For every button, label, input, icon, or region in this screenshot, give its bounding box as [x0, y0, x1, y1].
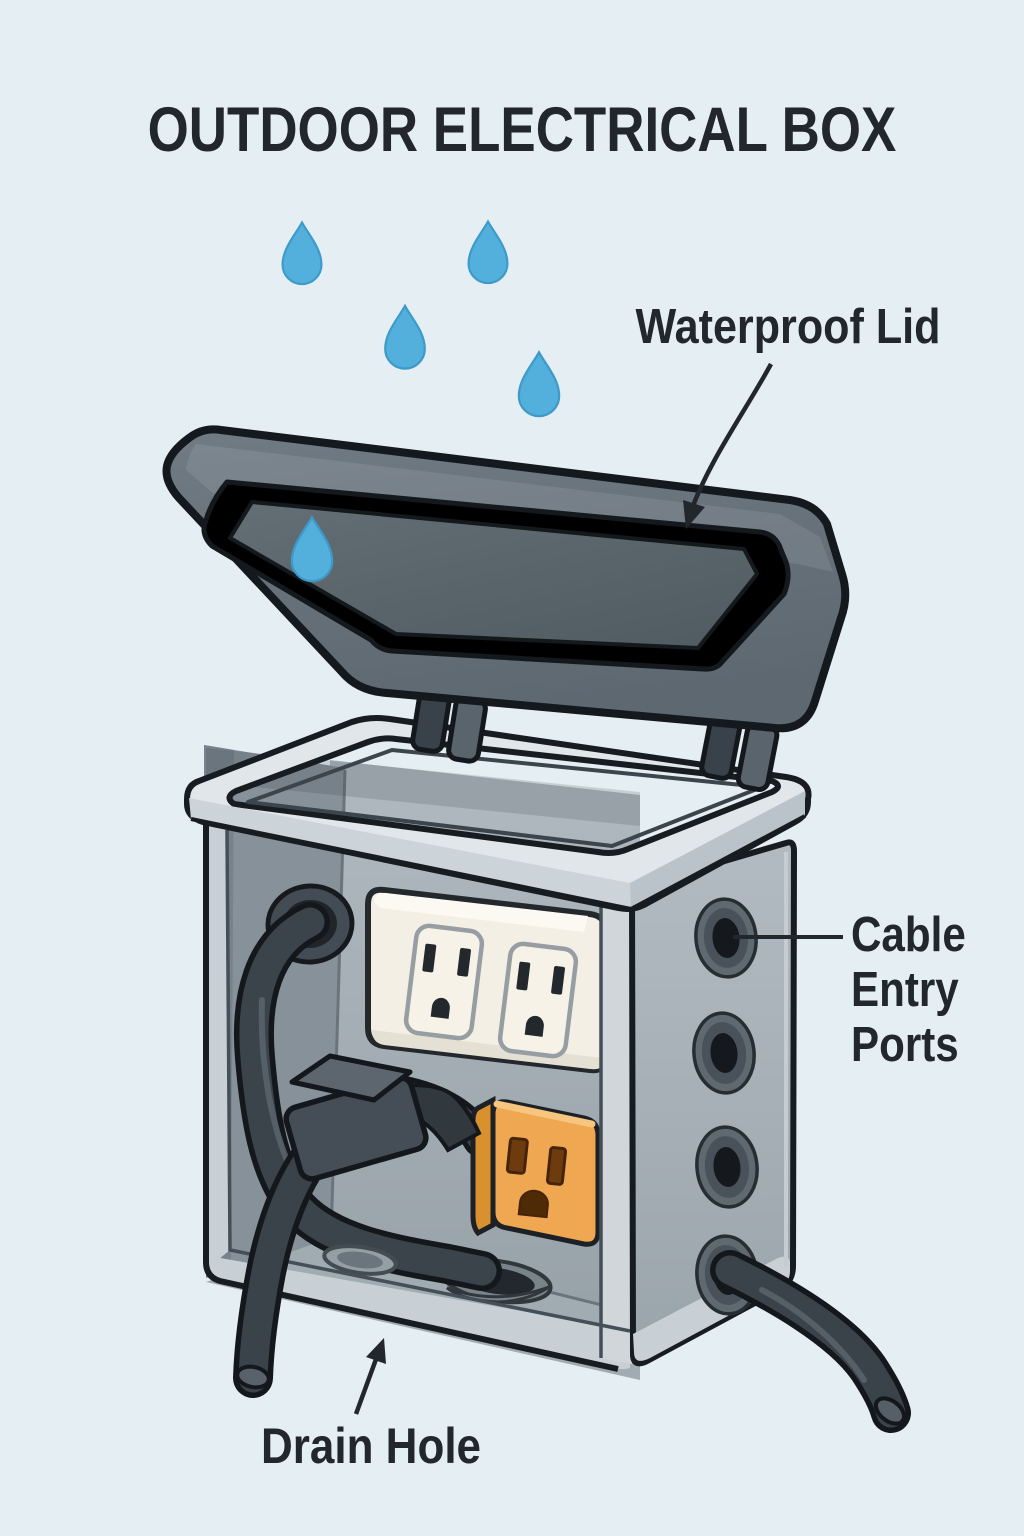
outlet-ground-hole	[524, 1015, 544, 1037]
drain-hole-arrow	[353, 1350, 382, 1415]
outlet-slot	[422, 943, 437, 973]
plug-top-face	[289, 1053, 413, 1103]
rim-front-band	[189, 798, 631, 909]
rim-right-band	[630, 791, 805, 909]
power-plug	[283, 1053, 482, 1182]
orange-outlet-top-highlight	[493, 1100, 596, 1128]
waterproof-lid-arrowhead	[683, 500, 705, 529]
box-opening-inner-edges	[225, 829, 631, 1358]
cable-from-port	[710, 1250, 911, 1433]
orange-outlet	[470, 1095, 601, 1247]
lid-inner-panel	[228, 500, 759, 650]
plate-top-bevel	[374, 892, 588, 932]
outlet-slot	[516, 961, 531, 991]
cable-end-cap	[235, 1364, 271, 1390]
outlet-slot	[551, 965, 565, 995]
waterproof-lid	[162, 425, 850, 733]
box-rim	[184, 715, 812, 912]
drain-hole-label: Drain Hole	[260, 1418, 482, 1474]
outlet-socket	[497, 941, 579, 1059]
outlet-ground-hole	[430, 997, 450, 1019]
cable-entry-port	[694, 897, 758, 979]
interior-rim-shadow	[206, 748, 640, 826]
box-front-outline	[203, 818, 619, 1372]
cable-entry-port	[692, 1011, 756, 1095]
drain-hole-arrowhead	[366, 1338, 386, 1364]
rain-drop-icon	[384, 303, 426, 370]
lid-hinges	[410, 685, 780, 792]
cable-bottom-left	[233, 1126, 340, 1398]
rain-drop-icon	[290, 514, 334, 583]
rain-drop-icon	[281, 220, 323, 286]
hinge	[410, 685, 488, 764]
outlet-slot	[505, 1136, 529, 1175]
rim-band-edge	[190, 814, 806, 912]
cable-end-cap	[873, 1396, 907, 1426]
outlet-slot	[545, 1146, 568, 1186]
waterproof-lid-label: Waterproof Lid	[635, 300, 941, 354]
plate-bottom-shade	[372, 1030, 602, 1070]
box-bottom-band	[208, 1256, 630, 1370]
annotation-arrows	[353, 362, 843, 1415]
outlet-slot	[457, 947, 471, 977]
box-left-stile	[206, 820, 230, 1268]
rain-drop-icon	[467, 219, 509, 285]
orange-outlet-side	[470, 1095, 496, 1237]
duplex-outlet-plate	[365, 886, 609, 1074]
waterproof-lid-arrow	[687, 362, 773, 515]
box-right-stile	[601, 882, 632, 1364]
outlet-socket	[403, 923, 485, 1041]
rain-drop-icon	[517, 349, 561, 418]
cable-entry-ports-label: Cable Entry Ports	[851, 908, 966, 1072]
cable-entry-port	[695, 1125, 759, 1209]
outlet-ground-hole	[517, 1189, 549, 1219]
rain-drops	[281, 219, 561, 418]
drain-hole	[322, 1244, 398, 1276]
page-title: OUTDOOR ELECTRICAL BOX	[147, 95, 897, 165]
